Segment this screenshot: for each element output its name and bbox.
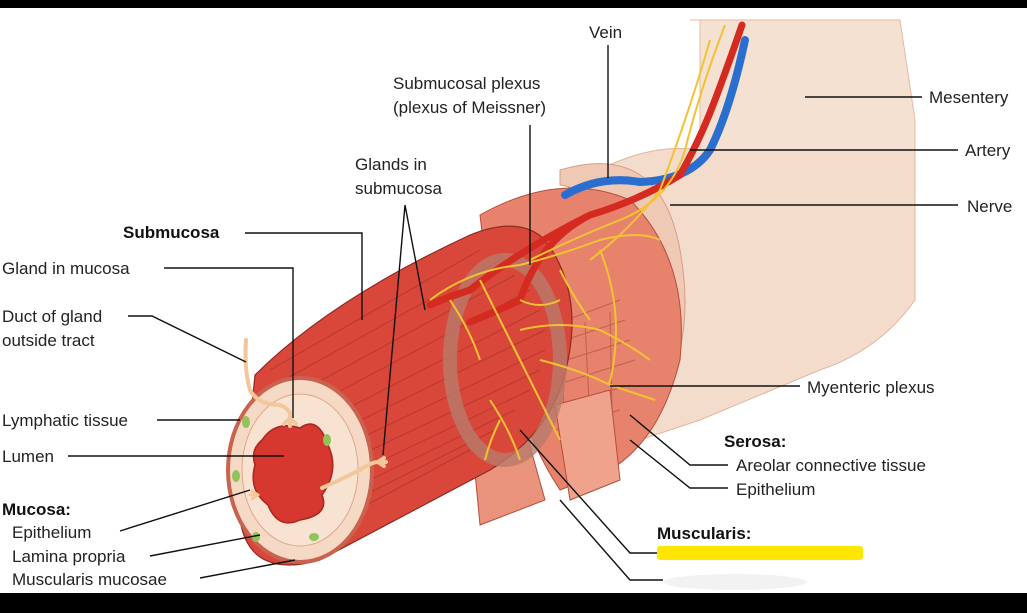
label-mucosa-epithelium: Epithelium — [12, 523, 91, 542]
gland-in-submucosa — [320, 456, 388, 490]
lumen-shape — [252, 423, 334, 524]
nerve-network — [429, 24, 726, 461]
gland-in-mucosa — [282, 416, 298, 428]
label-areolar-connective-tissue: Areolar connective tissue — [736, 456, 926, 475]
label-duct-of-gland: Duct of gland — [2, 307, 102, 326]
muscle-fibers — [269, 249, 546, 536]
submucosa-ring — [443, 253, 567, 467]
duct-of-gland — [243, 338, 293, 420]
muscularis-inner-face — [554, 389, 621, 501]
label-serosa: Serosa: — [724, 432, 786, 451]
label-lymphatic-tissue: Lymphatic tissue — [2, 411, 128, 430]
label-submucosal-plexus-sub: (plexus of Meissner) — [393, 98, 546, 117]
label-glands-in-submucosa-2: submucosa — [355, 179, 442, 198]
highlight-bar — [657, 546, 863, 560]
label-nerve: Nerve — [967, 197, 1012, 216]
label-serosa-epithelium: Epithelium — [736, 480, 815, 499]
label-artery: Artery — [965, 141, 1011, 160]
mucosa-gland — [248, 489, 260, 501]
label-glands-in-submucosa: Glands in — [355, 155, 427, 174]
label-mesentery: Mesentery — [929, 88, 1009, 107]
label-submucosa: Submucosa — [123, 223, 220, 242]
label-mucosa: Mucosa: — [2, 500, 71, 519]
label-vein: Vein — [589, 23, 622, 42]
lymphatic-nodules — [232, 416, 331, 542]
label-myenteric-plexus: Myenteric plexus — [807, 378, 935, 397]
label-muscularis: Muscularis: — [657, 524, 751, 543]
label-muscularis-mucosae: Muscularis mucosae — [12, 570, 167, 589]
artery-vessel — [426, 21, 746, 326]
leader-lines — [68, 45, 958, 581]
label-lamina-propria: Lamina propria — [12, 547, 126, 566]
obscured-text-blur — [663, 574, 807, 590]
label-lumen: Lumen — [2, 447, 54, 466]
label-gland-in-mucosa: Gland in mucosa — [2, 259, 130, 278]
label-duct-of-gland-2: outside tract — [2, 331, 95, 350]
vein-vessel — [561, 36, 749, 199]
label-submucosal-plexus: Submucosal plexus — [393, 74, 540, 93]
